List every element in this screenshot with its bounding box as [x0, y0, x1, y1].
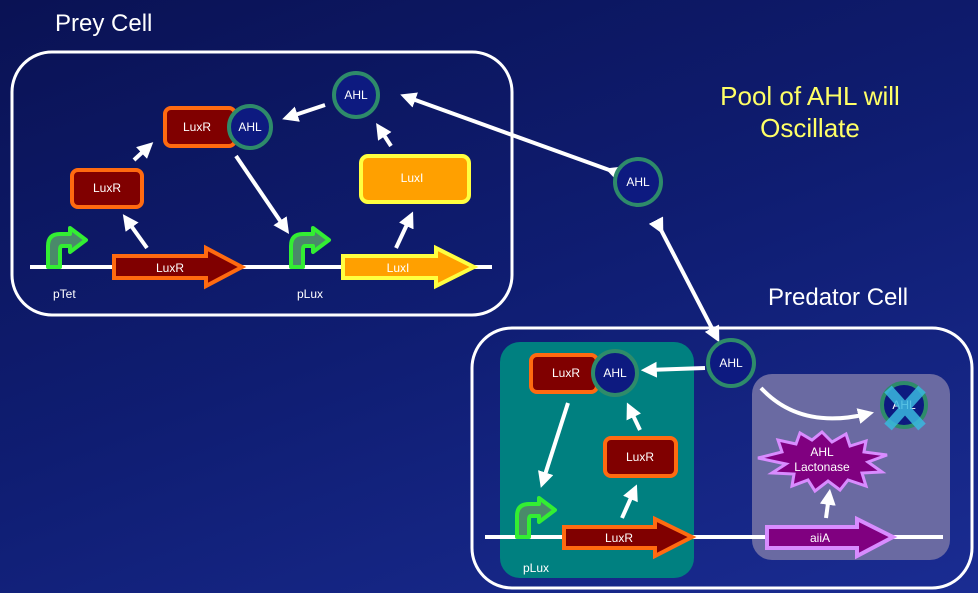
plux-promoter-icon — [289, 226, 331, 269]
ptet-promoter-icon — [46, 226, 88, 269]
predator-cell-boundary — [470, 326, 974, 590]
predator-cell-title: Predator Cell — [768, 284, 908, 311]
luxr-module-region — [500, 342, 694, 578]
prey-luxi-gene: LuxI — [341, 244, 479, 290]
arrow-luxr-to-complex — [132, 142, 154, 162]
arrow-pool-predator — [648, 216, 720, 343]
lactonase-label-line2: Lactonase — [794, 460, 850, 474]
arrow-complex-to-plux — [234, 154, 290, 234]
arrow-complex-to-plux — [538, 402, 570, 488]
degraded-ahl: AHL — [880, 381, 928, 431]
prey-ahl-label: AHL — [344, 88, 368, 102]
ptet-label: pTet — [53, 287, 76, 301]
cross-out-icon — [884, 385, 926, 431]
arrow-aiia-to-lactonase — [819, 488, 836, 519]
arrow-ahl-to-complex — [282, 103, 326, 122]
prey-arrows — [122, 103, 414, 250]
prey-luxi-protein-label: LuxI — [401, 171, 424, 185]
arrow-gene-to-luxr — [122, 214, 149, 250]
prey-ahl-molecule: AHL — [332, 71, 380, 119]
predator-plux-label: pLux — [523, 561, 549, 575]
arrow-ahl-to-complex — [640, 361, 706, 378]
arrow-gene-to-luxr — [620, 484, 638, 519]
exchange-arrows — [400, 92, 720, 343]
prey-luxr-gene: LuxR — [112, 244, 247, 290]
arrow-luxi-to-ahl — [376, 122, 393, 148]
predator-complex-ahl-label: AHL — [603, 366, 627, 380]
predator-incoming-ahl: AHL — [706, 338, 756, 388]
pool-ahl-molecule: AHL — [613, 157, 663, 207]
prey-luxi-protein: LuxI — [359, 154, 471, 204]
lactonase-starburst — [757, 429, 888, 494]
prey-luxi-gene-label: LuxI — [387, 261, 410, 275]
prey-complex-luxr-label: LuxR — [183, 120, 211, 134]
prey-luxr-ahl-complex: LuxR AHL — [163, 104, 273, 150]
predator-aiia-gene: aiiA — [765, 515, 898, 560]
predator-luxr-protein: LuxR — [603, 436, 678, 478]
predator-complex-luxr-label: LuxR — [552, 366, 580, 380]
prey-cell-boundary — [10, 50, 514, 317]
arrow-gene-to-luxi — [394, 211, 414, 249]
arrow-prey-pool — [400, 92, 623, 182]
prey-luxr-gene-label: LuxR — [156, 261, 184, 275]
prey-cell-title: Prey Cell — [55, 10, 152, 37]
ahl-lactonase: AHL Lactonase — [757, 429, 888, 494]
predator-aiia-gene-label: aiiA — [810, 531, 830, 545]
predator-luxr-ahl-complex: LuxR AHL — [529, 349, 639, 397]
prey-complex-ahl-label: AHL — [238, 120, 262, 134]
arrow-luxr-to-complex — [626, 402, 642, 431]
prey-luxr-protein-label: LuxR — [93, 181, 121, 195]
prey-luxr-protein: LuxR — [70, 168, 144, 209]
predator-arrows — [538, 361, 875, 519]
predator-luxr-gene: LuxR — [562, 515, 697, 560]
predator-luxr-gene-label: LuxR — [605, 531, 633, 545]
lactonase-label-line1: AHL — [810, 445, 834, 459]
arrow-degradation-curve — [759, 386, 875, 424]
plux-label: pLux — [297, 287, 323, 301]
pool-note-line1: Pool of AHL will — [720, 81, 900, 111]
pool-note-line2: Oscillate — [760, 113, 860, 143]
pool-ahl-label: AHL — [626, 175, 650, 189]
predator-luxr-protein-label: LuxR — [626, 450, 654, 464]
predator-incoming-ahl-label: AHL — [719, 356, 743, 370]
